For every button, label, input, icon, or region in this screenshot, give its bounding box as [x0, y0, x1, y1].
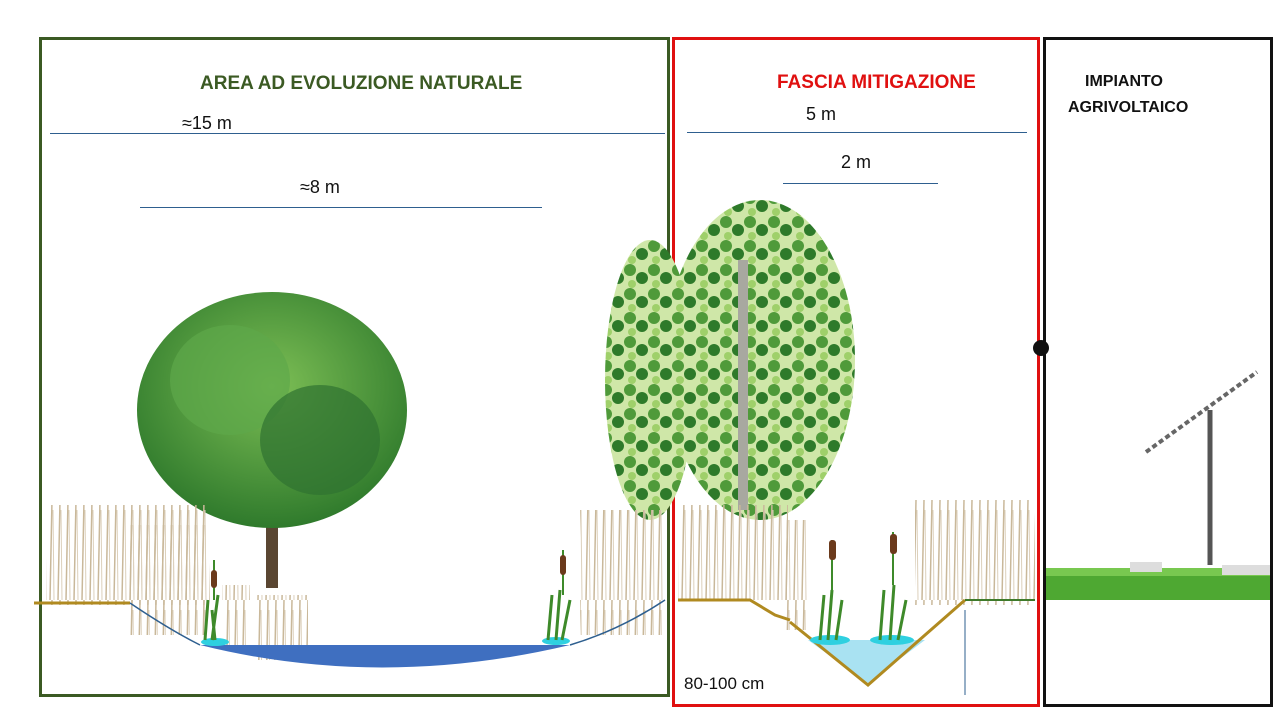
- boundary-marker: [1033, 340, 1049, 356]
- reed-icon: [46, 505, 665, 660]
- cattail-icon: [818, 532, 908, 641]
- solar-panel-icon: [1144, 370, 1259, 565]
- agrivoltaic-title: IMPIANTO AGRIVOLTAICO: [1068, 69, 1188, 121]
- reed-icon: [678, 500, 1035, 630]
- mitigation-outer-width: 5 m: [806, 104, 837, 124]
- natural-inner-width: ≈8 m: [300, 177, 340, 197]
- natural-inner-dimension-line: [140, 207, 542, 208]
- cattail-icon: [203, 550, 572, 641]
- natural-ground-profile: [34, 599, 666, 668]
- agrivoltaic-title-line2: AGRIVOLTAICO: [1068, 99, 1189, 116]
- agrivoltaic-title-line1: IMPIANTO: [1085, 73, 1163, 90]
- natural-outer-dimension-line: [50, 133, 665, 134]
- poplar-tree-icon: [665, 200, 855, 520]
- willow-tree-icon: [137, 292, 407, 588]
- mitigation-inner-width: 2 m: [841, 152, 872, 172]
- ditch-depth-label: 80-100 cm: [684, 674, 765, 693]
- poplar-tree-icon: [605, 240, 695, 520]
- natural-area-title: AREA AD EVOLUZIONE NATURALE: [200, 73, 523, 94]
- mitigation-outer-dimension-line: [687, 132, 1027, 133]
- mitigation-inner-dimension-line: [783, 183, 938, 184]
- mitigation-title: FASCIA MITIGAZIONE: [777, 72, 976, 93]
- natural-outer-width: ≈15 m: [182, 113, 232, 133]
- agrivoltaic-frame: [1043, 37, 1273, 707]
- grass-icon: [1046, 562, 1270, 600]
